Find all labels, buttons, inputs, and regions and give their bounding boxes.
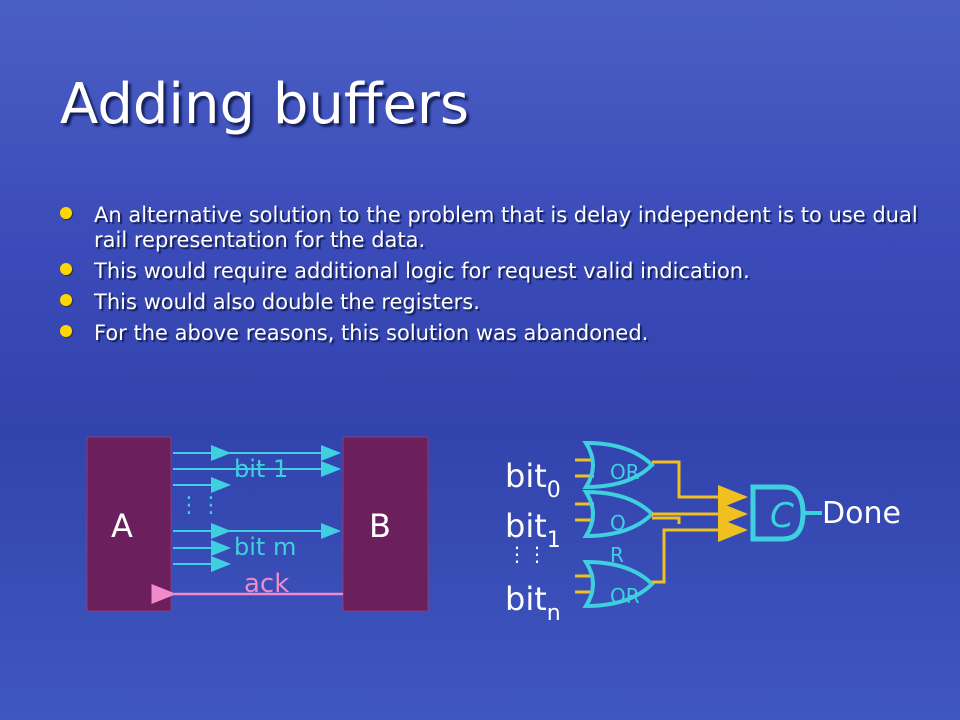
or-gates bbox=[582, 440, 655, 609]
or-gate-n-label: OR bbox=[610, 584, 640, 608]
input-bit0-label: bit0 bbox=[505, 457, 561, 503]
bullet-text: This would also double the registers. bbox=[94, 290, 480, 314]
input-bit1-label: bit1 bbox=[505, 507, 561, 553]
block-a bbox=[86, 436, 172, 612]
gate-wires bbox=[652, 460, 748, 584]
data-arrows bbox=[173, 445, 341, 572]
bullet-text: This would require additional logic for … bbox=[94, 259, 750, 283]
or-gate-0-label: OR bbox=[610, 460, 640, 484]
bullet-item: For the above reasons, this solution was… bbox=[58, 321, 918, 346]
bullet-dot-icon bbox=[60, 207, 72, 219]
bullet-dot-icon bbox=[60, 294, 72, 306]
bullet-text: For the above reasons, this solution was… bbox=[94, 321, 649, 345]
bullet-item: An alternative solution to the problem t… bbox=[58, 203, 918, 253]
bullet-dot-icon bbox=[60, 325, 72, 337]
or-gate-1-label-o: O bbox=[610, 511, 626, 535]
block-a-label: A bbox=[111, 507, 133, 545]
bit-last-label: bit m bbox=[234, 533, 296, 561]
block-b bbox=[342, 436, 429, 612]
ack-label: ack bbox=[244, 569, 289, 599]
done-label: Done bbox=[822, 496, 901, 531]
bits-ellipsis: ⋮⋮ bbox=[178, 493, 222, 518]
c-element-label: C bbox=[770, 496, 794, 536]
bullet-text: An alternative solution to the problem t… bbox=[94, 203, 918, 252]
bit-first-label: bit 1 bbox=[234, 455, 288, 483]
inputs-ellipsis: ⋮⋮ bbox=[507, 542, 547, 566]
bullet-item: This would also double the registers. bbox=[58, 290, 918, 315]
bullet-list: An alternative solution to the problem t… bbox=[58, 203, 918, 352]
block-b-label: B bbox=[369, 507, 391, 545]
or-gate-1 bbox=[582, 489, 655, 539]
bullet-dot-icon bbox=[60, 263, 72, 275]
or-gate-0 bbox=[582, 440, 655, 490]
input-bitn-label: bitn bbox=[505, 580, 561, 626]
or-gate-n bbox=[582, 559, 655, 609]
or-gate-1-label-r: R bbox=[610, 543, 624, 567]
slide-title: Adding buffers bbox=[60, 72, 470, 137]
bullet-item: This would require additional logic for … bbox=[58, 259, 918, 284]
